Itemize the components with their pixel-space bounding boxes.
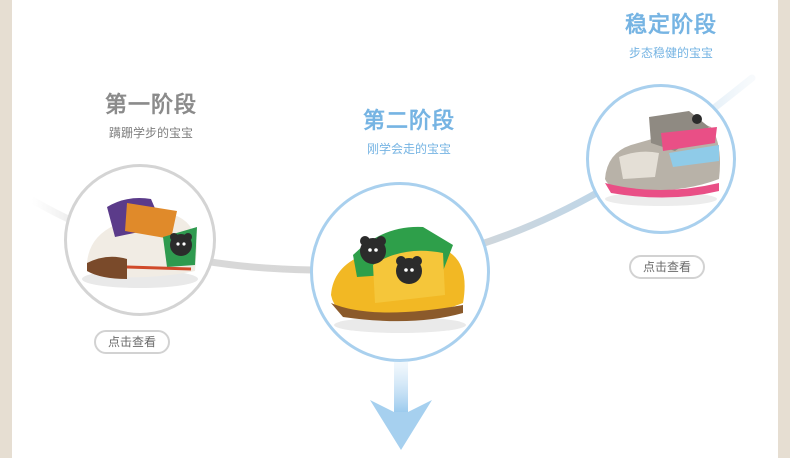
stage-1-heading: 第一阶段 蹒跚学步的宝宝 [76, 92, 226, 142]
stage-2-heading: 第二阶段 刚学会走的宝宝 [334, 108, 484, 158]
stage-2-shoe-image[interactable] [310, 182, 490, 362]
stage-3-heading: 稳定阶段 步态稳健的宝宝 [596, 12, 746, 62]
stage-3-shoe-image[interactable] [586, 84, 736, 234]
down-arrow-icon [370, 360, 432, 450]
stage-3-subtitle: 步态稳健的宝宝 [628, 46, 713, 60]
stage-3-view-button[interactable]: 点击查看 [629, 255, 705, 279]
stage-1-subtitle: 蹒跚学步的宝宝 [108, 126, 193, 140]
stage-2-title: 第二阶段 [362, 109, 455, 134]
content-panel: 第一阶段 蹒跚学步的宝宝 点击查看 第二阶段 刚学会走的宝宝 [12, 0, 778, 458]
stage-1-title: 第一阶段 [104, 93, 197, 118]
stage-1-view-button[interactable]: 点击查看 [94, 330, 170, 354]
stage-3-title: 稳定阶段 [624, 13, 717, 38]
stage-1-shoe-image[interactable] [64, 164, 216, 316]
stage-2-subtitle: 刚学会走的宝宝 [366, 142, 451, 156]
